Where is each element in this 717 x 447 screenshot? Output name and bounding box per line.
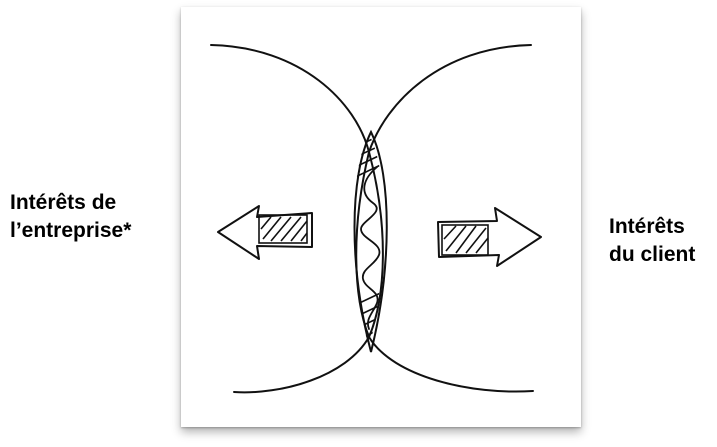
- right-arrow-icon: [438, 208, 541, 266]
- company-interests-line-2: l’entreprise*: [10, 217, 131, 245]
- client-interests-line-2: du client: [609, 241, 695, 269]
- company-interests-line-1: Intérêts de: [10, 189, 131, 217]
- sketch-card: [181, 7, 581, 427]
- company-interests-label: Intérêts de l’entreprise*: [10, 189, 131, 245]
- client-interests-label: Intérêts du client: [609, 213, 695, 269]
- sketch-drawing: [181, 7, 581, 427]
- client-interests-line-1: Intérêts: [609, 213, 695, 241]
- left-arrow-icon: [218, 206, 312, 259]
